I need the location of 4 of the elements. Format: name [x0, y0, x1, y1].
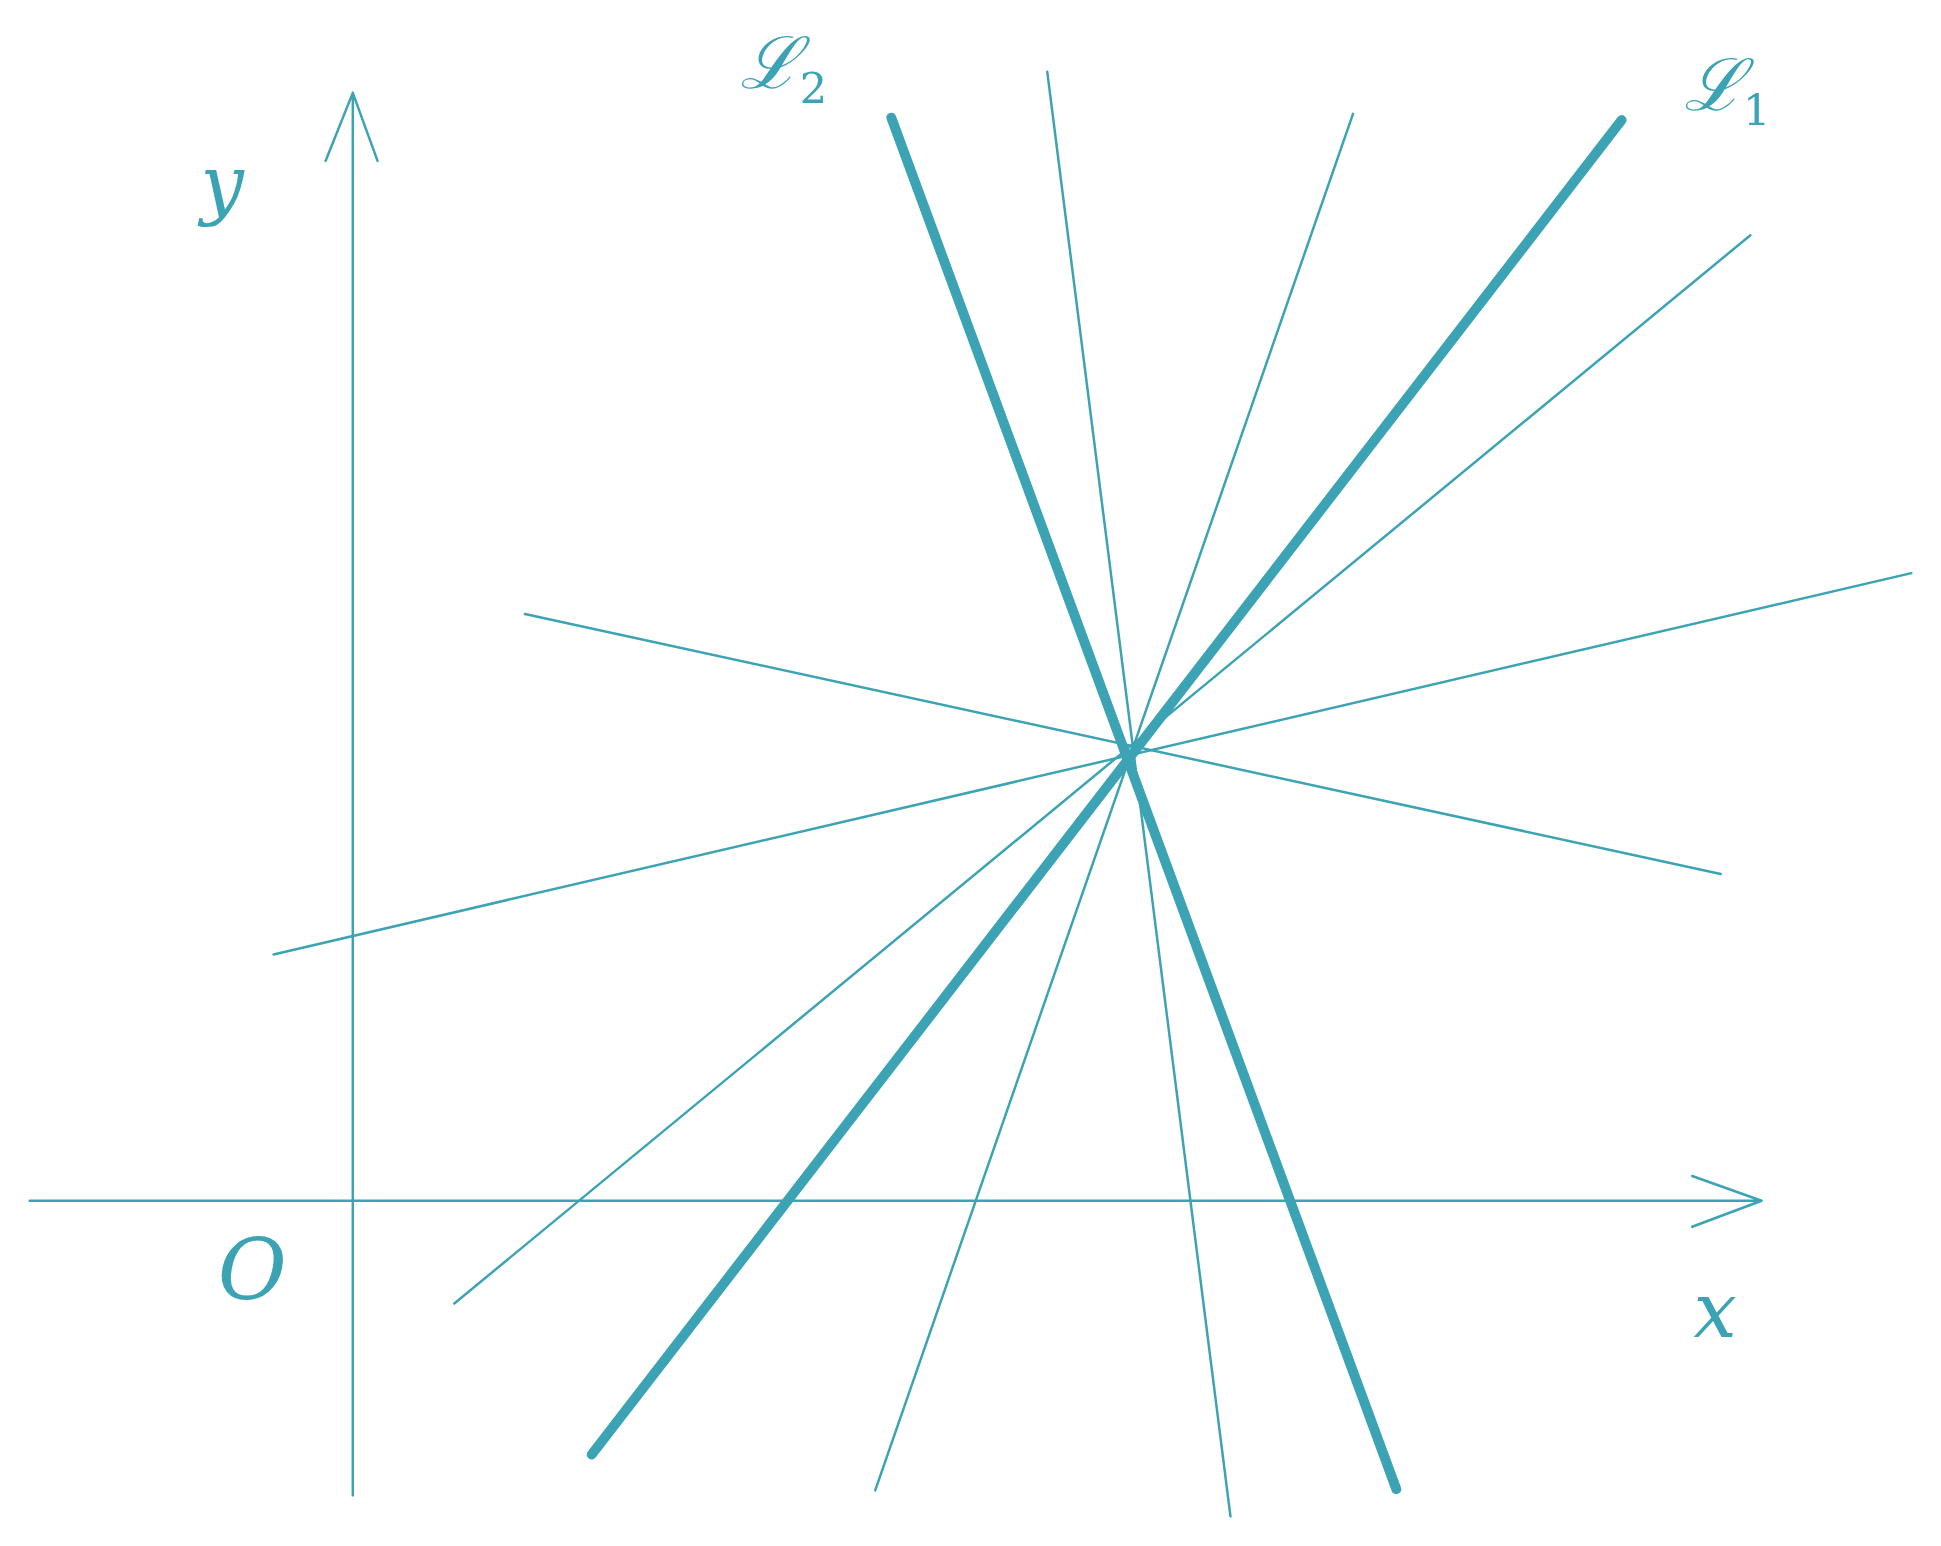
line-label: ℒ$_{1}$	[1683, 49, 1771, 133]
origin-label: O	[217, 1228, 287, 1313]
line-label: ℒ$_{2}$	[740, 27, 828, 111]
axis-label: x	[1693, 1272, 1737, 1350]
